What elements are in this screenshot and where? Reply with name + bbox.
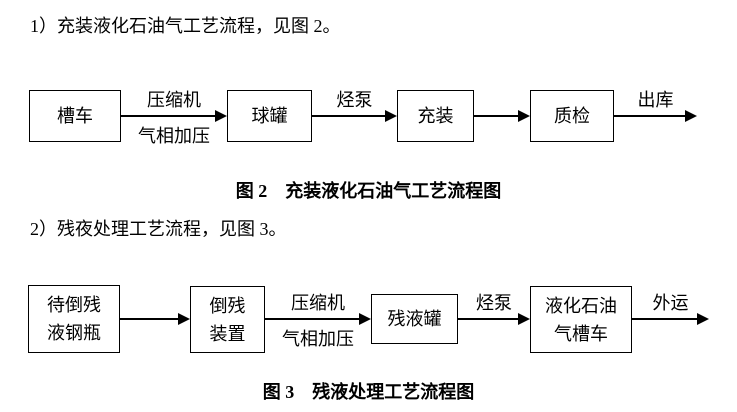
flow-node-label: 残液罐 bbox=[387, 309, 442, 329]
flow-node-label: 液化石油 气槽车 bbox=[545, 295, 617, 344]
edge-label-top: 压缩机 bbox=[147, 90, 201, 110]
flow-node-cylinders-awaiting: 待倒残 液钢瓶 bbox=[28, 285, 120, 353]
arrow-line bbox=[121, 115, 219, 117]
edge-label-top: 烃泵 bbox=[476, 293, 512, 313]
paragraph-2: 2）残夜处理工艺流程，见图 3。 bbox=[30, 219, 287, 239]
arrowhead-icon bbox=[518, 110, 530, 122]
arrowhead-icon bbox=[697, 313, 709, 325]
paragraph-1: 1）充装液化石油气工艺流程，见图 2。 bbox=[30, 16, 341, 36]
arrowhead-icon bbox=[178, 313, 190, 325]
arrow-line bbox=[265, 318, 363, 320]
arrow-line bbox=[614, 115, 689, 117]
flow-edge-exit: 出库 bbox=[614, 90, 697, 123]
arrow-line bbox=[120, 318, 182, 320]
flow-node-dumping-device: 倒残 装置 bbox=[190, 286, 265, 353]
arrow-line bbox=[458, 318, 522, 320]
edge-label-top: 压缩机 bbox=[291, 293, 345, 313]
flow-edge: 烃泵 bbox=[458, 293, 530, 326]
flow-node-spherical-tank: 球罐 bbox=[227, 90, 312, 142]
flow-edge-exit: 外运 bbox=[632, 293, 709, 326]
flow-edge: 压缩机 气相加压 bbox=[265, 293, 371, 349]
arrowhead-icon bbox=[359, 313, 371, 325]
flow-node-quality-check: 质检 bbox=[530, 90, 614, 142]
flow-node-label: 球罐 bbox=[251, 106, 288, 126]
arrowhead-icon bbox=[215, 110, 227, 122]
flow-node-residual-tank: 残液罐 bbox=[371, 294, 458, 344]
flow-node-tank-truck: 槽车 bbox=[29, 90, 121, 142]
figure3-caption: 图 3 残液处理工艺流程图 bbox=[262, 382, 475, 402]
arrowhead-icon bbox=[685, 110, 697, 122]
arrow-line bbox=[312, 115, 389, 117]
flow-edge bbox=[474, 109, 530, 123]
flow-node-lpg-tank-truck: 液化石油 气槽车 bbox=[530, 286, 632, 353]
flow-node-label: 槽车 bbox=[57, 106, 93, 126]
arrowhead-icon bbox=[518, 313, 530, 325]
edge-label-bottom: 气相加压 bbox=[138, 126, 210, 146]
edge-label-top: 出库 bbox=[637, 90, 674, 110]
edge-label-top: 烃泵 bbox=[336, 90, 373, 110]
arrowhead-icon bbox=[385, 110, 397, 122]
flow-node-label: 质检 bbox=[554, 106, 590, 126]
arrow-line bbox=[632, 318, 701, 320]
flow-node-label: 倒残 装置 bbox=[209, 295, 246, 344]
edge-label-top: 外运 bbox=[652, 293, 689, 313]
flow-node-label: 充装 bbox=[417, 106, 454, 126]
flow-node-filling: 充装 bbox=[397, 90, 474, 142]
flow-edge: 烃泵 bbox=[312, 90, 397, 123]
flow-node-label: 待倒残 液钢瓶 bbox=[47, 295, 101, 343]
flow-edge: 压缩机 气相加压 bbox=[121, 90, 227, 146]
arrow-line bbox=[474, 115, 522, 117]
flow-edge bbox=[120, 312, 190, 326]
edge-label-bottom: 气相加压 bbox=[282, 329, 354, 349]
figure2-caption: 图 2 充装液化石油气工艺流程图 bbox=[235, 181, 502, 201]
